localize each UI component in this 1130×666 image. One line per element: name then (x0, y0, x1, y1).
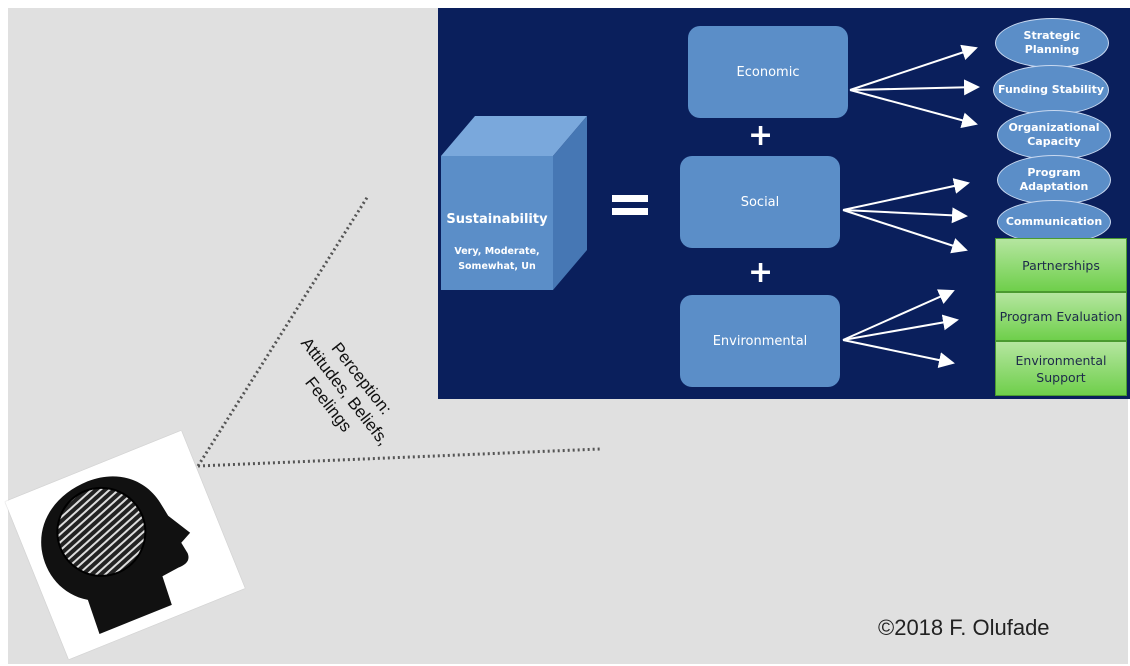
arrow-economic-1 (849, 44, 978, 91)
head-silhouette-icon (41, 476, 191, 635)
arrow-economic-2 (849, 79, 980, 96)
factor-program-evaluation: Program Evaluation (995, 292, 1127, 341)
factor-organizational-capacity: Organizational Capacity (997, 110, 1111, 160)
factor-funding-stability: Funding Stability (993, 65, 1109, 115)
sustainability-title: Sustainability (446, 212, 548, 227)
factor-program-adaptation: Program Adaptation (997, 155, 1111, 205)
factor-strategic-planning: Strategic Planning (995, 18, 1109, 68)
copyright-text: ©2018 F. Olufade (878, 615, 1050, 640)
plus-sign-2: + (748, 255, 774, 290)
arrow-social-1 (842, 178, 970, 211)
arrow-social-2 (842, 207, 968, 224)
arrow-env-3 (842, 339, 955, 368)
arrow-env-2 (842, 314, 959, 341)
cube-side (553, 116, 587, 290)
cube-top (441, 116, 587, 156)
arrow-env-1 (842, 289, 955, 341)
cone-lower-line (197, 447, 601, 468)
plus-sign-1: + (748, 118, 774, 153)
economic-box: Economic (688, 26, 848, 118)
equals-bar-top (612, 195, 648, 202)
arrow-economic-3 (849, 89, 978, 129)
social-box: Social (680, 156, 840, 248)
factor-environmental-support: Environmental Support (995, 341, 1127, 396)
sustainability-subtitle: Very, Moderate, Somewhat, Un (454, 246, 540, 272)
cone-upper-line (196, 195, 370, 467)
equals-bar-bottom (612, 208, 648, 215)
arrow-social-3 (842, 209, 968, 254)
brain-sphere (56, 486, 147, 577)
factor-partnerships: Partnerships (995, 238, 1127, 292)
head-image-card (5, 430, 245, 660)
environmental-box: Environmental (680, 295, 840, 387)
sustainability-cube: Sustainability Very, Moderate, Somewhat,… (441, 156, 553, 290)
